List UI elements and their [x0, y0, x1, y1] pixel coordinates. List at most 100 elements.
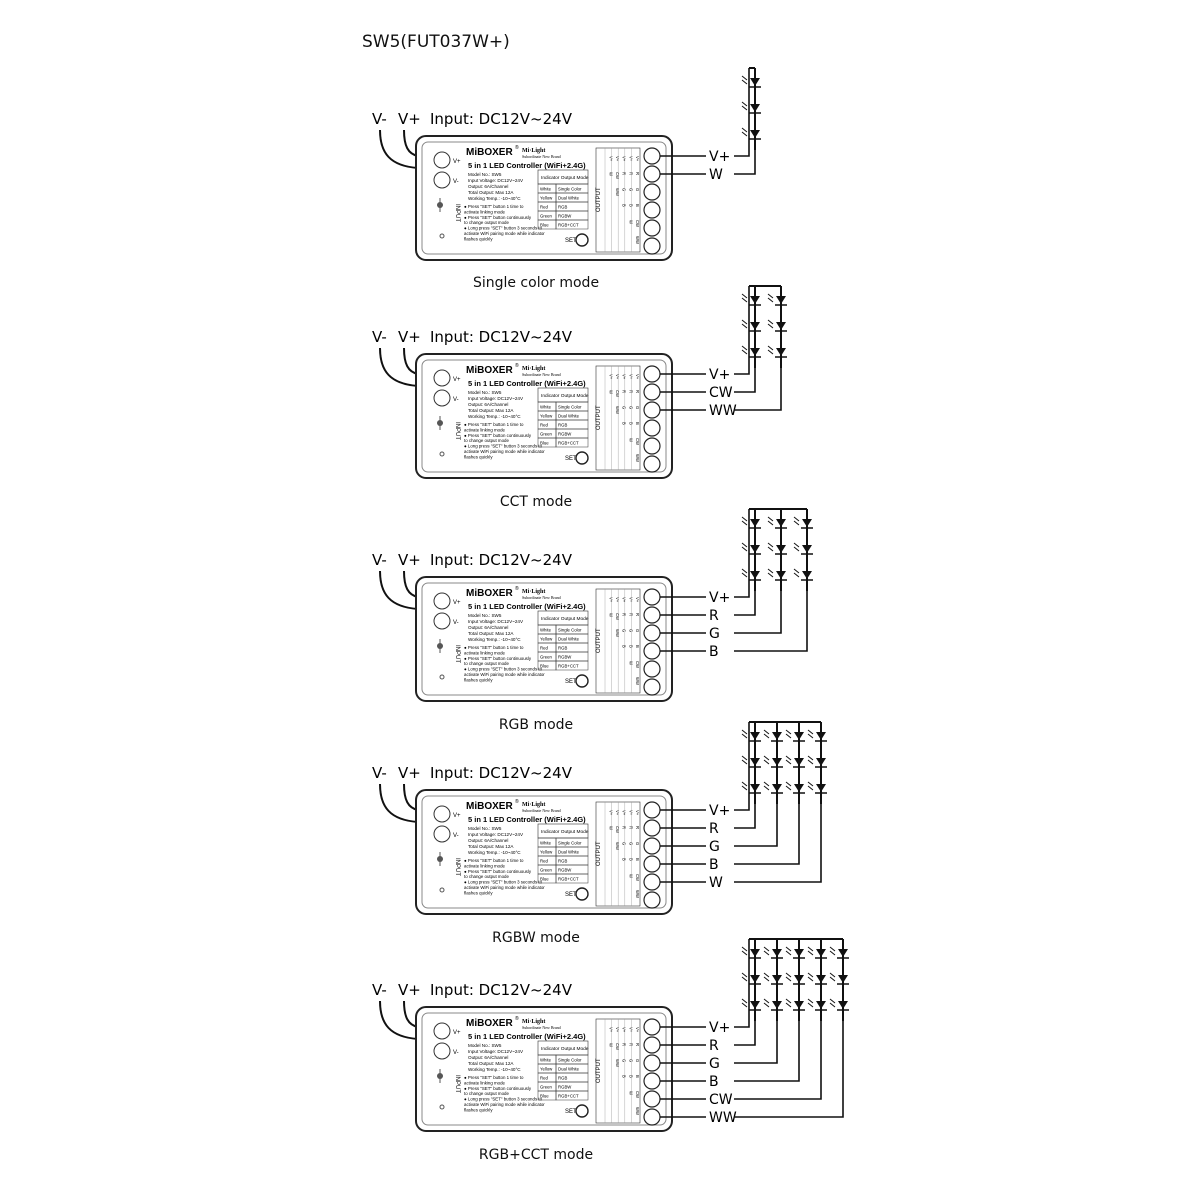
output-mode: RGB: [558, 645, 567, 650]
led-icon: [776, 322, 786, 330]
led-icon: [816, 975, 826, 983]
mode-caption: RGBW mode: [492, 930, 580, 946]
output-mode: RGBW: [558, 431, 572, 436]
vplus-wire: [734, 722, 750, 811]
output-mode: RGB+CCT: [558, 876, 579, 881]
grid-port-label: R: [635, 1043, 640, 1046]
led-icon: [772, 732, 782, 740]
set-label: SET: [565, 1109, 577, 1115]
brand-registered-mark: ®: [515, 1015, 519, 1022]
indicator-color: White: [540, 186, 552, 191]
grid-port-label: V+: [628, 156, 633, 162]
led-icon: [816, 758, 826, 766]
wire-label: R: [709, 1038, 719, 1054]
note-line: ● Long press "SET" button 3 seconds to: [464, 667, 543, 672]
light-ray-icon: [807, 781, 814, 791]
input-port-positive: [433, 592, 451, 610]
channel-wire: [734, 1021, 844, 1118]
output-terminal: [643, 819, 661, 837]
led-icon: [776, 348, 786, 356]
brand-name: MiBOXER: [466, 365, 513, 376]
output-terminal: [643, 873, 661, 891]
indicator-color: Yellow: [540, 195, 553, 200]
grid-port-label: CW: [635, 874, 640, 881]
model-number: Model No.: SW5: [468, 1043, 502, 1048]
grid-port-label: R: [622, 613, 627, 616]
light-ray-icon: [741, 568, 748, 578]
indicator-color: Red: [540, 1075, 548, 1080]
output-terminal: [643, 837, 661, 855]
input-vertical-label: INPUT: [454, 1075, 460, 1093]
light-ray-icon: [807, 729, 814, 739]
led-icon: [794, 784, 804, 792]
indicator-color: Blue: [540, 663, 549, 668]
input-voltage-label: Input: DC12V~24V: [430, 110, 573, 128]
port-label-vminus: V-: [453, 620, 459, 626]
led-icon: [750, 322, 760, 330]
light-ray-icon: [741, 946, 748, 956]
indicator-color: White: [540, 627, 552, 632]
output-terminal: [643, 1072, 661, 1090]
note-line: ● Press "SET" button continuously: [464, 1086, 532, 1091]
grid-port-label: V+: [628, 810, 633, 816]
brand-name: MiBOXER: [466, 801, 513, 812]
led-icon: [794, 949, 804, 957]
controller-inner-edge: [421, 1012, 667, 1126]
light-ray-icon: [767, 293, 774, 303]
input-voltage-label: Input: DC12V~24V: [430, 764, 573, 782]
channel-wire: [734, 1021, 800, 1082]
light-ray-icon: [767, 568, 774, 578]
input-wire-negative: [379, 129, 419, 169]
input-v-minus-label: V-: [372, 764, 387, 782]
grid-port-label: W: [609, 613, 614, 617]
wire-label: V+: [709, 590, 730, 606]
light-ray-icon: [785, 972, 792, 982]
port-label-vminus: V-: [453, 397, 459, 403]
wire-label: G: [709, 839, 720, 855]
grid-port-label: CW: [615, 1043, 620, 1050]
grid-port-label: B: [628, 422, 633, 425]
input-v-plus-label: V+: [398, 981, 421, 999]
channel-wire: [734, 804, 778, 847]
light-ray-icon: [763, 755, 770, 765]
note-line: ● Press "SET" button 1 time to: [464, 204, 524, 209]
input-port-positive: [433, 151, 451, 169]
output-vertical-label: OUTPUT: [596, 405, 602, 430]
indicator-color: Red: [540, 422, 548, 427]
light-ray-icon: [793, 542, 800, 552]
spec-line: Input Voltage: DC12V~24V: [468, 1049, 524, 1054]
spec-line: Output: 6A/Channel: [468, 838, 508, 843]
note-line: to change output mode: [464, 220, 509, 225]
grid-port-label: B: [622, 204, 627, 207]
light-ray-icon: [741, 729, 748, 739]
mode-caption: CCT mode: [499, 494, 573, 510]
grid-port-label: R: [622, 390, 627, 393]
grid-port-label: R: [628, 172, 633, 175]
light-ray-icon: [785, 946, 792, 956]
grid-port-label: V+: [609, 810, 614, 816]
led-icon: [750, 1001, 760, 1009]
wire-label: R: [709, 608, 719, 624]
indicator-color: Green: [540, 213, 553, 218]
led-icon: [750, 975, 760, 983]
light-ray-icon: [829, 998, 836, 1008]
note-line: ● Press "SET" button 1 time to: [464, 422, 524, 427]
spec-line: Working Temp.: -10~40°C: [468, 414, 521, 419]
light-ray-icon: [741, 972, 748, 982]
led-icon: [794, 758, 804, 766]
note-line: ● Press "SET" button continuously: [464, 869, 532, 874]
port-label-vminus: V-: [453, 1050, 459, 1056]
input-v-plus-label: V+: [398, 551, 421, 569]
led-icon: [802, 519, 812, 527]
spec-line: Working Temp.: -10~40°C: [468, 637, 521, 642]
product-name: 5 in 1 LED Controller (WiFi+2.4G): [468, 602, 586, 611]
grid-port-label: WW: [615, 629, 620, 637]
output-terminal: [643, 419, 661, 437]
grid-port-label: G: [622, 188, 627, 191]
note-line: activate linking mode: [464, 1080, 506, 1085]
grid-port-label: V+: [609, 597, 614, 603]
page-title: SW5(FUT037W+): [362, 32, 510, 52]
input-wire-negative: [379, 347, 419, 387]
grid-port-label: V+: [635, 156, 640, 162]
output-terminal: [643, 801, 661, 819]
